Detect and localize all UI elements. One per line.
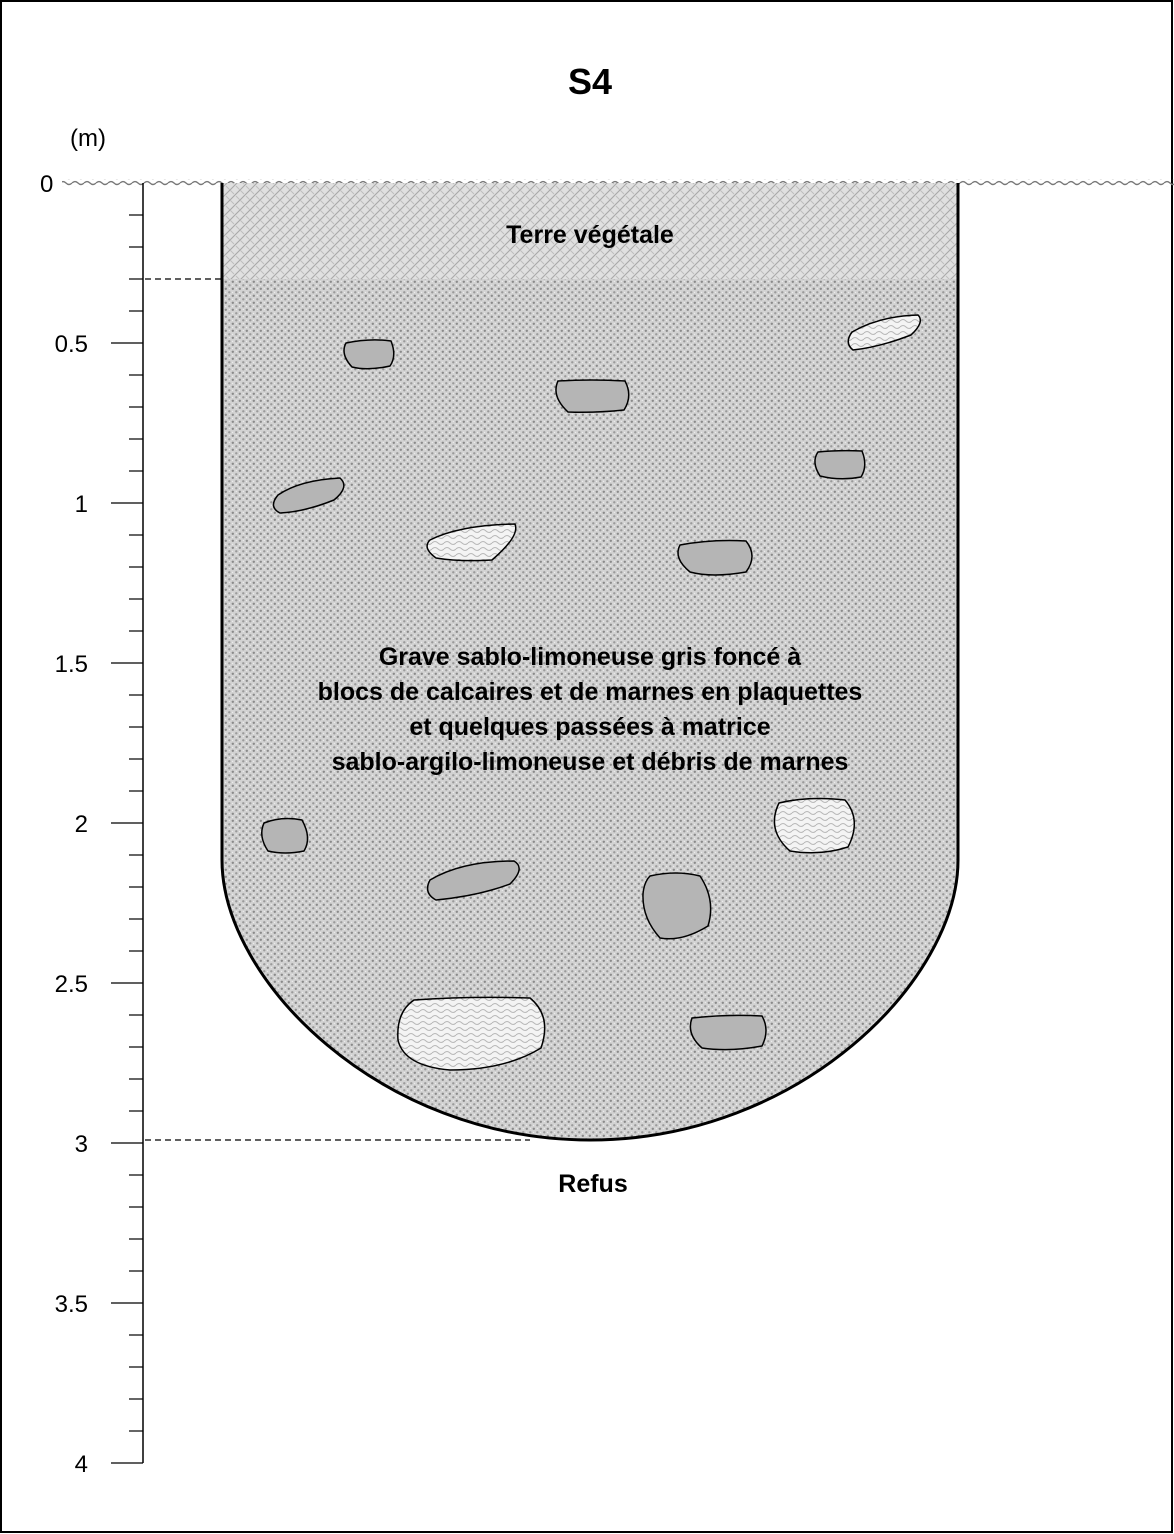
stone-marl <box>426 523 517 562</box>
depth-unit-label: (m) <box>70 125 106 152</box>
depth-tick-label: 1.5 <box>55 651 88 678</box>
pit-outline <box>220 183 960 1142</box>
stone-limestone <box>642 872 712 940</box>
stone-limestone <box>272 477 345 514</box>
stone-limestone <box>689 1014 767 1051</box>
stone-marl <box>773 797 855 854</box>
layer-description-line: Terre végétale <box>506 221 674 249</box>
gravel-description: Grave sablo-limoneuse gris foncé à blocs … <box>318 643 863 776</box>
depth-tick-label: 1 <box>75 491 88 518</box>
depth-tick-label: 4 <box>75 1451 88 1478</box>
layer-description-line: blocs de calcaires et de marnes en plaqu… <box>318 678 863 706</box>
stone-limestone <box>261 817 309 854</box>
depth-tick-label: 2 <box>75 811 88 838</box>
log-title: S4 <box>568 61 612 102</box>
depth-tick-label: 0 <box>40 171 53 198</box>
stones <box>261 314 922 1071</box>
layer-description-line: et quelques passées à matrice <box>409 713 770 741</box>
depth-tick-label: 0.5 <box>55 331 88 358</box>
depth-tick-label: 3 <box>75 1131 88 1158</box>
stone-marl <box>847 314 922 351</box>
stone-limestone <box>677 539 753 576</box>
stone-marl <box>397 996 546 1071</box>
topsoil-description: Terre végétale <box>506 221 674 249</box>
depth-scale: 0 0.5 1 1.5 2 2.5 3 3.5 4 <box>40 171 144 1478</box>
stone-limestone <box>426 860 520 901</box>
layer-description-line: Grave sablo-limoneuse gris foncé à <box>379 643 801 671</box>
depth-tick-label: 3.5 <box>55 1291 88 1318</box>
depth-tick-label: 2.5 <box>55 971 88 998</box>
stone-limestone <box>343 339 395 370</box>
gravel-layer <box>222 183 958 1140</box>
refusal-label: Refus <box>558 1170 627 1198</box>
stone-limestone <box>555 379 630 413</box>
stone-limestone <box>814 449 866 480</box>
topsoil-layer <box>222 183 958 279</box>
layer-description-line: sablo-argilo-limoneuse et débris de marn… <box>332 748 849 776</box>
